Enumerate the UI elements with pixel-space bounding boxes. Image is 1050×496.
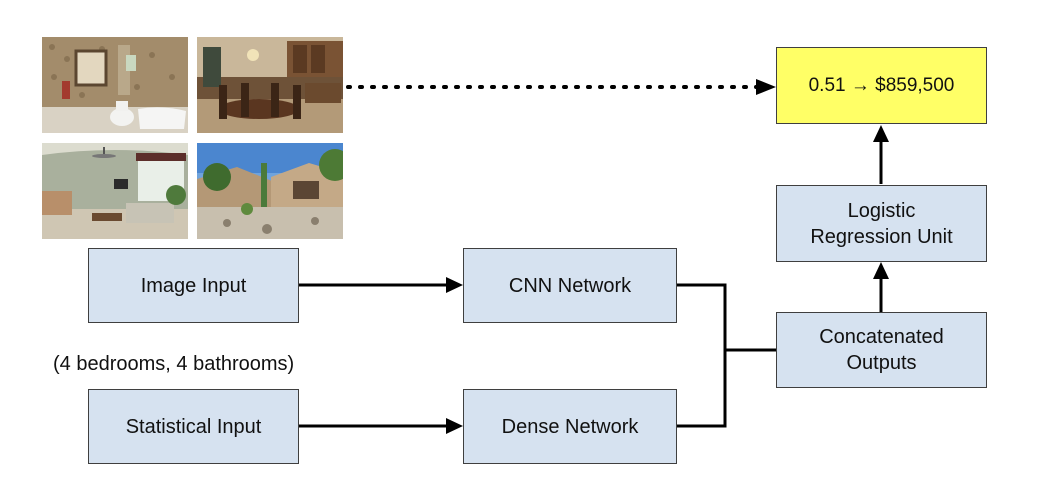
prediction-output-text: 0.51 → $859,500 xyxy=(808,74,955,96)
cnn-network-label: CNN Network xyxy=(508,274,632,297)
concatenated-outputs-line1: Concatenated xyxy=(819,326,944,348)
image-input-box: Image Input xyxy=(88,248,299,323)
prediction-output-box: 0.51 → $859,500 xyxy=(776,47,987,124)
dotted-arrowhead xyxy=(756,79,776,95)
logistic-regression-box: Logistic Regression Unit xyxy=(776,185,987,262)
concatenated-outputs-box: Concatenated Outputs xyxy=(776,312,987,388)
photo-living-room xyxy=(42,143,188,239)
arrowhead-prediction xyxy=(873,125,889,142)
cnn-network-box: CNN Network xyxy=(463,248,677,323)
statistical-input-box: Statistical Input xyxy=(88,389,299,464)
statistical-input-label: Statistical Input xyxy=(125,415,262,438)
image-input-label: Image Input xyxy=(140,274,247,297)
connector-cnn-to-merge xyxy=(677,283,727,428)
dense-network-label: Dense Network xyxy=(501,415,639,438)
stats-caption: (4 bedrooms, 4 bathrooms) xyxy=(53,353,295,375)
logistic-regression-line2: Regression Unit xyxy=(810,225,953,248)
photo-dining-kitchen xyxy=(197,37,343,133)
arrowhead-cnn xyxy=(446,277,463,293)
arrowhead-dense xyxy=(446,418,463,434)
photo-house-exterior xyxy=(197,143,343,239)
arrowhead-logistic xyxy=(873,262,889,279)
dense-network-box: Dense Network xyxy=(463,389,677,464)
photo-bathroom xyxy=(42,37,188,133)
concatenated-outputs-line2: Outputs xyxy=(846,352,917,374)
logistic-regression-line1: Logistic xyxy=(847,199,916,222)
